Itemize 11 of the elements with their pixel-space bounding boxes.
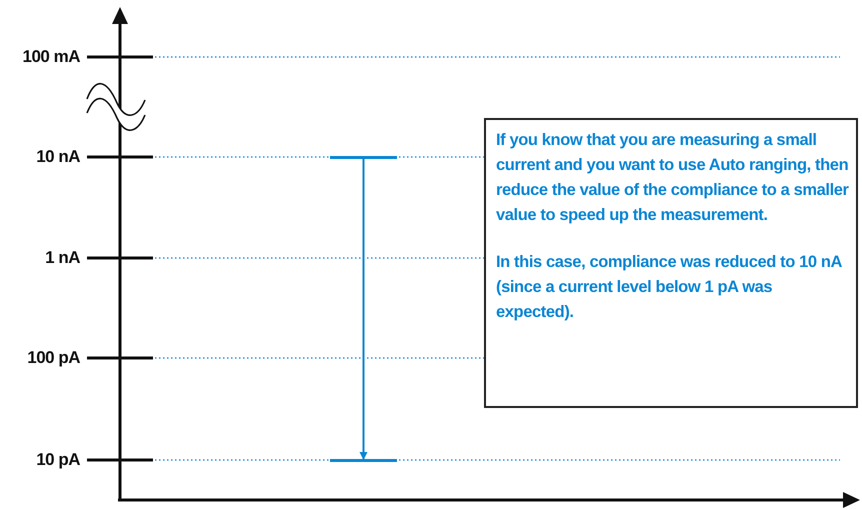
note-text: In this case, compliance was reduced to 10 nA (since a current level below 1 pA was expected). — [496, 252, 843, 323]
note-box — [484, 118, 858, 408]
level-bar — [330, 156, 397, 159]
arrow — [360, 159, 368, 460]
axis-tick-label: 1 nA — [44, 248, 80, 268]
axis-tick-label: 100 mA — [22, 47, 80, 67]
note-text: If you know that you are measuring a small current and you want to use Auto ranging, then reduce the value of the compliance to a smaller value to speed up the measurement. — [496, 130, 850, 226]
axis-tick-label: 10 pA — [35, 450, 80, 470]
axis-tick-label: 10 nA — [35, 147, 80, 167]
level-bar — [330, 459, 397, 462]
axis-tick-label: 100 pA — [26, 348, 80, 368]
